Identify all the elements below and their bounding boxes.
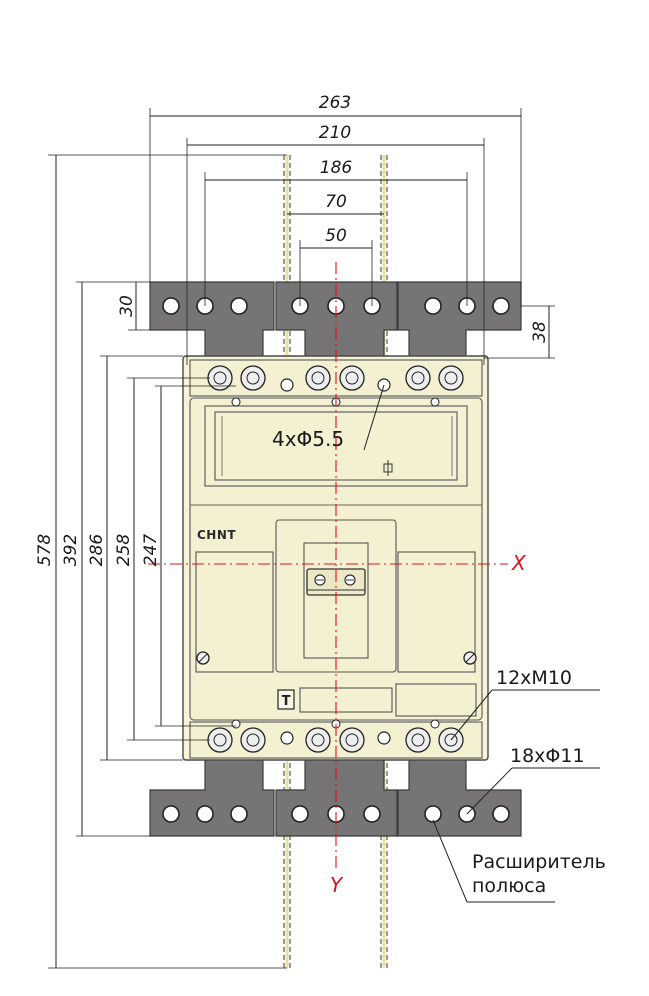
dim-263: 263 [319,93,351,113]
center-axes [148,262,508,870]
extender-holes-top [162,297,510,315]
dim-258: 258 [114,534,134,567]
dim-38: 38 [530,321,550,343]
axis-x-label: X [511,551,527,575]
extender-holes-bottom [162,805,510,823]
terminal-bolts-label: 12xM10 [496,667,572,689]
test-button-label: T [282,694,291,709]
vertical-dimensions [48,154,555,969]
dim-578: 578 [35,534,55,567]
dim-50: 50 [325,226,347,246]
horizontal-dimensions [149,108,522,365]
brand-logo: CHNT [197,528,236,542]
axis-y-label: Y [330,873,344,897]
dim-392: 392 [61,534,81,566]
extender-label-line1: Расширитель [472,851,606,873]
dim-210: 210 [319,123,351,143]
dim-186: 186 [320,158,353,178]
dim-30: 30 [117,295,137,317]
dim-286: 286 [87,534,107,567]
bottom-terminal-bolts [207,719,464,753]
leader-lines [363,384,600,903]
extender-label-line2: полюса [472,875,546,897]
extender-holes-label: 18xΦ11 [510,745,585,767]
dim-247: 247 [141,534,161,567]
dim-70: 70 [325,192,347,212]
mount-holes-label: 4xΦ5.5 [272,427,344,451]
